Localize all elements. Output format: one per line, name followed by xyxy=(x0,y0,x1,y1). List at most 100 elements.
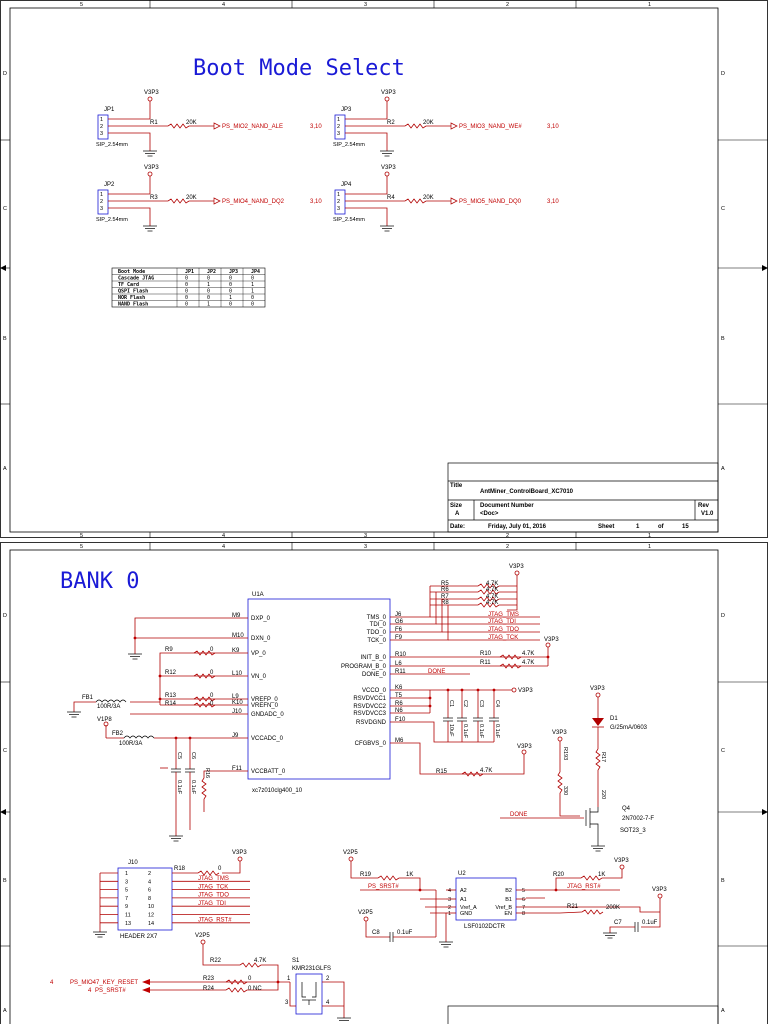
u1a-pin-number: K6 xyxy=(395,685,403,691)
u1a-pin-number: R11 xyxy=(395,669,406,675)
vccbatt-net: R16 xyxy=(169,768,248,842)
r21-value: 200K xyxy=(606,905,620,911)
table-header-cell: Boot Mode xyxy=(118,269,145,275)
decap-value: 0.1uF xyxy=(494,724,500,739)
jumper-power: V3P3 xyxy=(144,165,159,171)
reset-net-srst: PS_SRST# xyxy=(95,988,126,994)
net-label: PS_MIO4_NAND_DQ2 xyxy=(222,199,285,205)
decap-value: 0.1uF xyxy=(478,724,484,739)
r18-value: 0 xyxy=(218,866,222,872)
table-cell: TF Card xyxy=(118,282,139,288)
u2-pin-number: 2 xyxy=(448,905,451,911)
jtag-net-label: JTAG_TCK xyxy=(488,635,518,641)
row-letter: B xyxy=(3,336,7,342)
row-letter: A xyxy=(3,1008,7,1014)
table-cell: 0 xyxy=(185,295,188,301)
column-number: 5 xyxy=(80,533,83,538)
r12-label: R12 xyxy=(165,670,177,676)
fb2-value: 100R/3A xyxy=(119,741,142,747)
u1a-pin-number: F9 xyxy=(395,635,403,641)
header-pin-right: 10 xyxy=(148,904,154,910)
j10-part: HEADER 2X7 xyxy=(120,934,158,940)
jumper-pin: 1 xyxy=(100,117,103,123)
column-number: 3 xyxy=(364,544,367,550)
u2-level-shifter: U2 LSF0102DCTR V2P5 R19 1K PS_SRST# V2P5… xyxy=(343,850,667,948)
r19-label: R19 xyxy=(360,872,372,878)
outer-border xyxy=(0,0,768,538)
u1a-pin-name: TDO_0 xyxy=(367,630,387,636)
jumper-pin: 3 xyxy=(100,131,103,137)
column-number: 2 xyxy=(506,544,509,550)
decap-label: C1 xyxy=(448,700,454,707)
u1a-pin-number: M9 xyxy=(232,613,241,619)
header-net-label: JTAG_TDO xyxy=(198,893,229,899)
jumper-ref: JP2 xyxy=(104,182,115,188)
row-letter: C xyxy=(721,206,725,212)
u1a-pin-number: T5 xyxy=(395,693,403,699)
sw-pin-1: 1 xyxy=(287,976,291,982)
u2-v3p3-a: V3P3 xyxy=(614,858,629,864)
u2-pin-number: 6 xyxy=(522,897,525,903)
u1a-pin-number: J6 xyxy=(395,612,402,618)
r21-label: R21 xyxy=(567,904,579,910)
pullup-value: 4.7K xyxy=(486,594,498,600)
u2-pin-name: Vref_A xyxy=(460,905,477,911)
r10-label: R10 xyxy=(480,651,492,657)
r17-label: R17 xyxy=(600,752,606,762)
r13-value: 0 xyxy=(210,693,214,699)
v1p8-label: V1P8 xyxy=(97,717,112,723)
r16-label: R16 xyxy=(204,768,210,778)
q4-value: 2N7002-7-F xyxy=(622,816,654,822)
table-cell: 0 xyxy=(229,289,232,295)
header-pin-left: 7 xyxy=(125,896,128,902)
u1a-pin-name: VCCO_0 xyxy=(362,688,387,694)
r19-value: 1K xyxy=(406,872,413,878)
row-letter: C xyxy=(3,748,7,754)
u1a-pin-number: R10 xyxy=(395,652,407,658)
jumper-package: SIP_2.54mm xyxy=(333,217,365,223)
u1a-pin-number: F11 xyxy=(232,766,243,772)
decap-label: C3 xyxy=(478,700,484,707)
column-number: 2 xyxy=(506,533,509,538)
jumper-pin: 1 xyxy=(337,117,340,123)
decap-label: C2 xyxy=(462,700,468,707)
r11-label: R11 xyxy=(480,660,491,666)
column-number: 5 xyxy=(80,544,83,550)
frame-arrow-marks xyxy=(0,809,768,815)
u1a-pin-name: VREFP_0 xyxy=(251,697,278,703)
decap-power: V3P3 xyxy=(518,688,533,694)
u1a-ref: U1A xyxy=(252,592,264,598)
r9-label: R9 xyxy=(165,647,173,653)
r20-value: 1K xyxy=(598,872,605,878)
u2-pin-number: 4 xyxy=(448,888,451,894)
u1a-pin-number: L10 xyxy=(232,671,243,677)
resistor-label: R1 xyxy=(150,120,158,126)
u2-net-left: PS_SRST# xyxy=(368,884,399,890)
sheet-title: BANK 0 xyxy=(60,569,139,594)
u1a-right-pins: J6TMS_0G6TDI_0F6TDO_0F9TCK_0R10INIT_B_0L… xyxy=(341,612,407,747)
jumper-pin: 3 xyxy=(100,206,103,212)
row-letter: B xyxy=(721,336,725,342)
resistor-label: R2 xyxy=(387,120,395,126)
d1-label: D1 xyxy=(610,716,618,722)
jumper-power: V3P3 xyxy=(381,165,396,171)
column-number: 1 xyxy=(648,2,651,8)
u2-pin-name: EN xyxy=(504,911,512,917)
table-cell: NOR Flash xyxy=(118,295,145,301)
table-cell: 0 xyxy=(251,302,254,308)
u2-pin-name: GND xyxy=(460,911,472,917)
u2-pin-name: B1 xyxy=(505,897,512,903)
u1a-pin-number: R6 xyxy=(395,701,403,707)
done-net-label: DONE xyxy=(428,669,445,675)
net-label: PS_MIO3_NAND_WE# xyxy=(459,124,522,130)
sheet-label: Sheet xyxy=(598,524,614,530)
header-net-label: JTAG_TMS xyxy=(198,876,229,882)
reset-net-key: PS_MIO47_KEY_RESET xyxy=(70,980,138,986)
